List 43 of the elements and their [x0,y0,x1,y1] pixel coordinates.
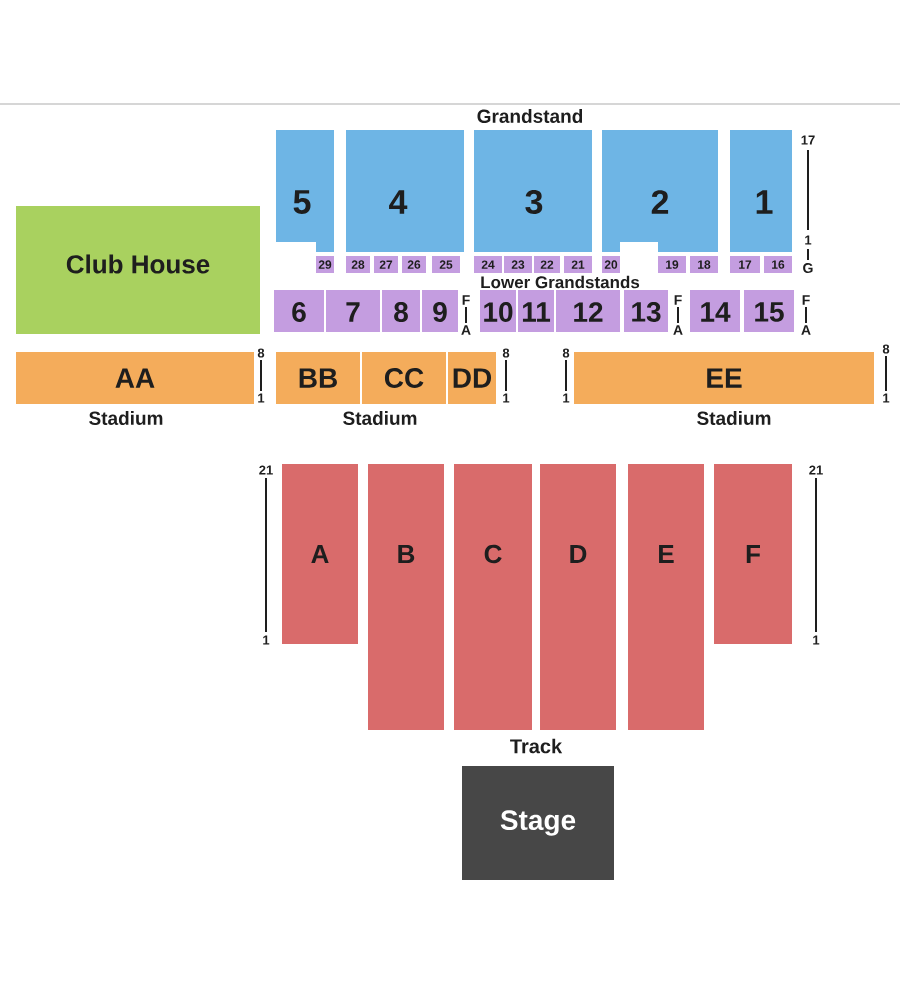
seating-section: 15 [744,290,794,332]
section-heading: Track [510,738,563,754]
seating-section: 8 [382,290,420,332]
seating-section: 12 [556,290,620,332]
seating-section: C [454,464,532,730]
seating-section: 11 [518,290,554,332]
seating-section: A [282,464,358,644]
node-label: DD [453,368,492,388]
seating-section: F [714,464,792,644]
section-heading: Stadium [697,411,771,425]
seating-section: 3 [474,130,592,252]
node-label: 7 [346,302,360,322]
seating-section: 2 [602,130,718,252]
section-heading: Lower Grandstands [481,275,640,289]
seating-section: 6 [274,290,324,332]
node-label: 8 [394,302,408,322]
node-label: 6 [292,302,306,322]
seating-section: B [368,464,444,730]
node-label: BB [299,368,337,388]
seating-section: CC [362,352,446,404]
seating-section: BB [276,352,360,404]
node-label: 11 [522,302,551,322]
seating-section: 9 [422,290,458,332]
node-label: CC [384,368,424,388]
seating-section: D [540,464,616,730]
stage-block: Stage [462,766,614,880]
seating-section: DD [448,352,496,404]
seating-section: 13 [624,290,668,332]
seating-section: 14 [690,290,740,332]
seating-section: 5 [276,130,334,252]
node-label: 12 [574,302,603,322]
seating-section: 7 [326,290,380,332]
node-label: 10 [484,302,513,322]
node-label: 9 [433,302,447,322]
seating-section: E [628,464,704,730]
section-heading: Grandstand [477,109,583,123]
seating-section: 10 [480,290,516,332]
seating-section: AA [16,352,254,404]
section-heading: Stadium [343,411,417,425]
club-house-area: Club House [16,206,260,334]
seating-section: 1 [730,130,792,252]
seating-section: EE [574,352,874,404]
seating-section: 4 [346,130,464,252]
